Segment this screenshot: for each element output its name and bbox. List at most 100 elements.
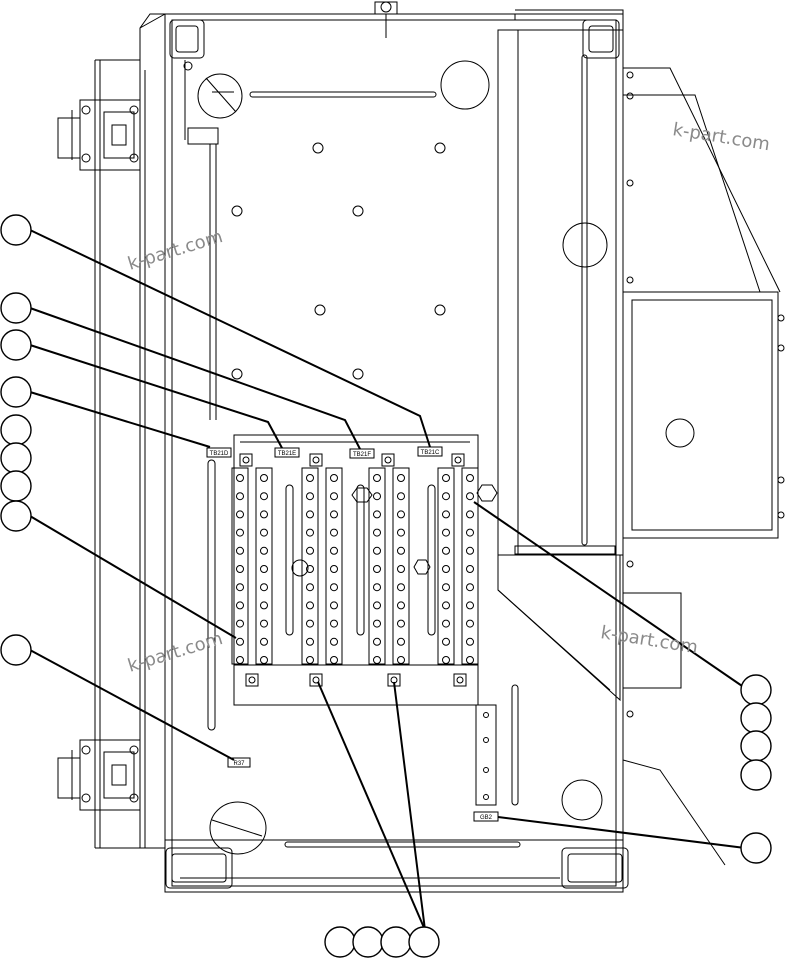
knockout-bottom-right	[561, 779, 603, 821]
terminal-screw	[306, 601, 314, 610]
terminal-screw	[306, 656, 314, 664]
terminal-screw	[373, 492, 381, 501]
callout-bottom-2	[352, 926, 384, 958]
terminal-screw	[260, 637, 268, 646]
plate-screw	[454, 456, 462, 464]
terminal-plate: TB21D TB21E TB21F TB21C R37 GB2	[206, 434, 499, 822]
terminal-screw	[397, 637, 405, 646]
terminal-screw	[397, 546, 405, 555]
plate-screw-box	[453, 673, 467, 687]
callout-circles	[0, 214, 772, 958]
terminal-screw	[442, 619, 450, 628]
corner-block-tr	[582, 19, 620, 59]
terminal-screw	[236, 528, 244, 537]
corner-block-tl	[169, 19, 205, 59]
ground-bar	[475, 704, 497, 806]
terminal-screw	[236, 619, 244, 628]
terminal-screw	[397, 601, 405, 610]
terminal-screw	[236, 637, 244, 646]
terminal-screw	[397, 656, 405, 664]
terminal-screw	[373, 546, 381, 555]
terminal-screw	[373, 656, 381, 664]
terminal-screw	[442, 474, 450, 482]
plate-screw	[456, 676, 464, 684]
terminal-screw	[466, 546, 474, 555]
right-assembly	[207, 29, 785, 866]
label-r37-text: R37	[233, 761, 245, 767]
terminal-screw	[466, 601, 474, 610]
terminal-screw	[397, 583, 405, 592]
terminal-screw	[260, 619, 268, 628]
side-box	[622, 291, 779, 539]
terminal-screw	[442, 637, 450, 646]
terminal-screw	[442, 546, 450, 555]
callout-right-1	[740, 674, 772, 706]
terminal-screw	[397, 619, 405, 628]
terminal-screw	[236, 546, 244, 555]
terminal-screw	[397, 510, 405, 519]
plate-screw-box	[309, 673, 323, 687]
label-tb21f-text: TB21F	[353, 452, 371, 458]
callout-bottom-3	[380, 926, 412, 958]
terminal-screw	[236, 601, 244, 610]
watermark-2: k-part.com	[671, 119, 771, 155]
terminal-screw	[397, 492, 405, 501]
terminal-screw	[330, 474, 338, 482]
plate-screw	[248, 676, 256, 684]
terminal-screw	[260, 510, 268, 519]
plate-screw	[384, 456, 392, 464]
label-tb21c-text: TB21C	[421, 450, 440, 456]
terminal-screw	[442, 565, 450, 573]
terminal-screw	[373, 474, 381, 482]
terminal-screw	[466, 565, 474, 573]
terminal-screw	[236, 583, 244, 592]
callout-left-9	[0, 634, 32, 666]
terminal-screw	[330, 619, 338, 628]
hinge-bottom	[57, 739, 141, 811]
terminal-screw	[330, 601, 338, 610]
terminal-screw	[306, 492, 314, 501]
terminal-screw	[330, 583, 338, 592]
left-frame	[57, 59, 165, 849]
terminal-screw	[442, 656, 450, 664]
terminal-screw	[236, 474, 244, 482]
terminal-screw	[330, 528, 338, 537]
callout-right-4	[740, 759, 772, 791]
terminal-screw	[442, 492, 450, 501]
leader-lines	[29, 229, 746, 931]
terminal-screw	[330, 656, 338, 664]
callout-bottom-4	[408, 926, 440, 958]
terminal-screw	[236, 656, 244, 664]
terminal-screw	[306, 637, 314, 646]
terminal-screw	[330, 546, 338, 555]
terminal-screw	[260, 474, 268, 482]
terminal-screw	[260, 528, 268, 537]
label-gb2-text: GB2	[480, 815, 493, 821]
callout-bottom-1	[324, 926, 356, 958]
plate-screw	[312, 676, 320, 684]
terminal-screw	[306, 528, 314, 537]
terminal-screw	[306, 510, 314, 519]
terminal-screw	[373, 510, 381, 519]
terminal-screw	[330, 565, 338, 573]
label-tb21d	[206, 447, 232, 458]
callout-right-3	[740, 730, 772, 762]
label-tb21e	[274, 447, 300, 458]
terminal-screw	[330, 637, 338, 646]
terminal-screw	[306, 474, 314, 482]
bottom-slot	[284, 841, 521, 848]
terminal-screw	[330, 510, 338, 519]
mounting-holes	[231, 142, 446, 380]
terminal-screw	[306, 565, 314, 573]
callout-left-8	[0, 500, 32, 532]
label-tb21f	[349, 448, 375, 459]
terminal-columns	[231, 453, 479, 687]
terminal-screw	[373, 637, 381, 646]
label-tb21e-text: TB21E	[278, 451, 296, 457]
plate-screw	[312, 456, 320, 464]
terminal-screw	[373, 619, 381, 628]
terminal-screw	[397, 474, 405, 482]
label-r37	[227, 757, 251, 768]
plate-screw-box	[245, 673, 259, 687]
